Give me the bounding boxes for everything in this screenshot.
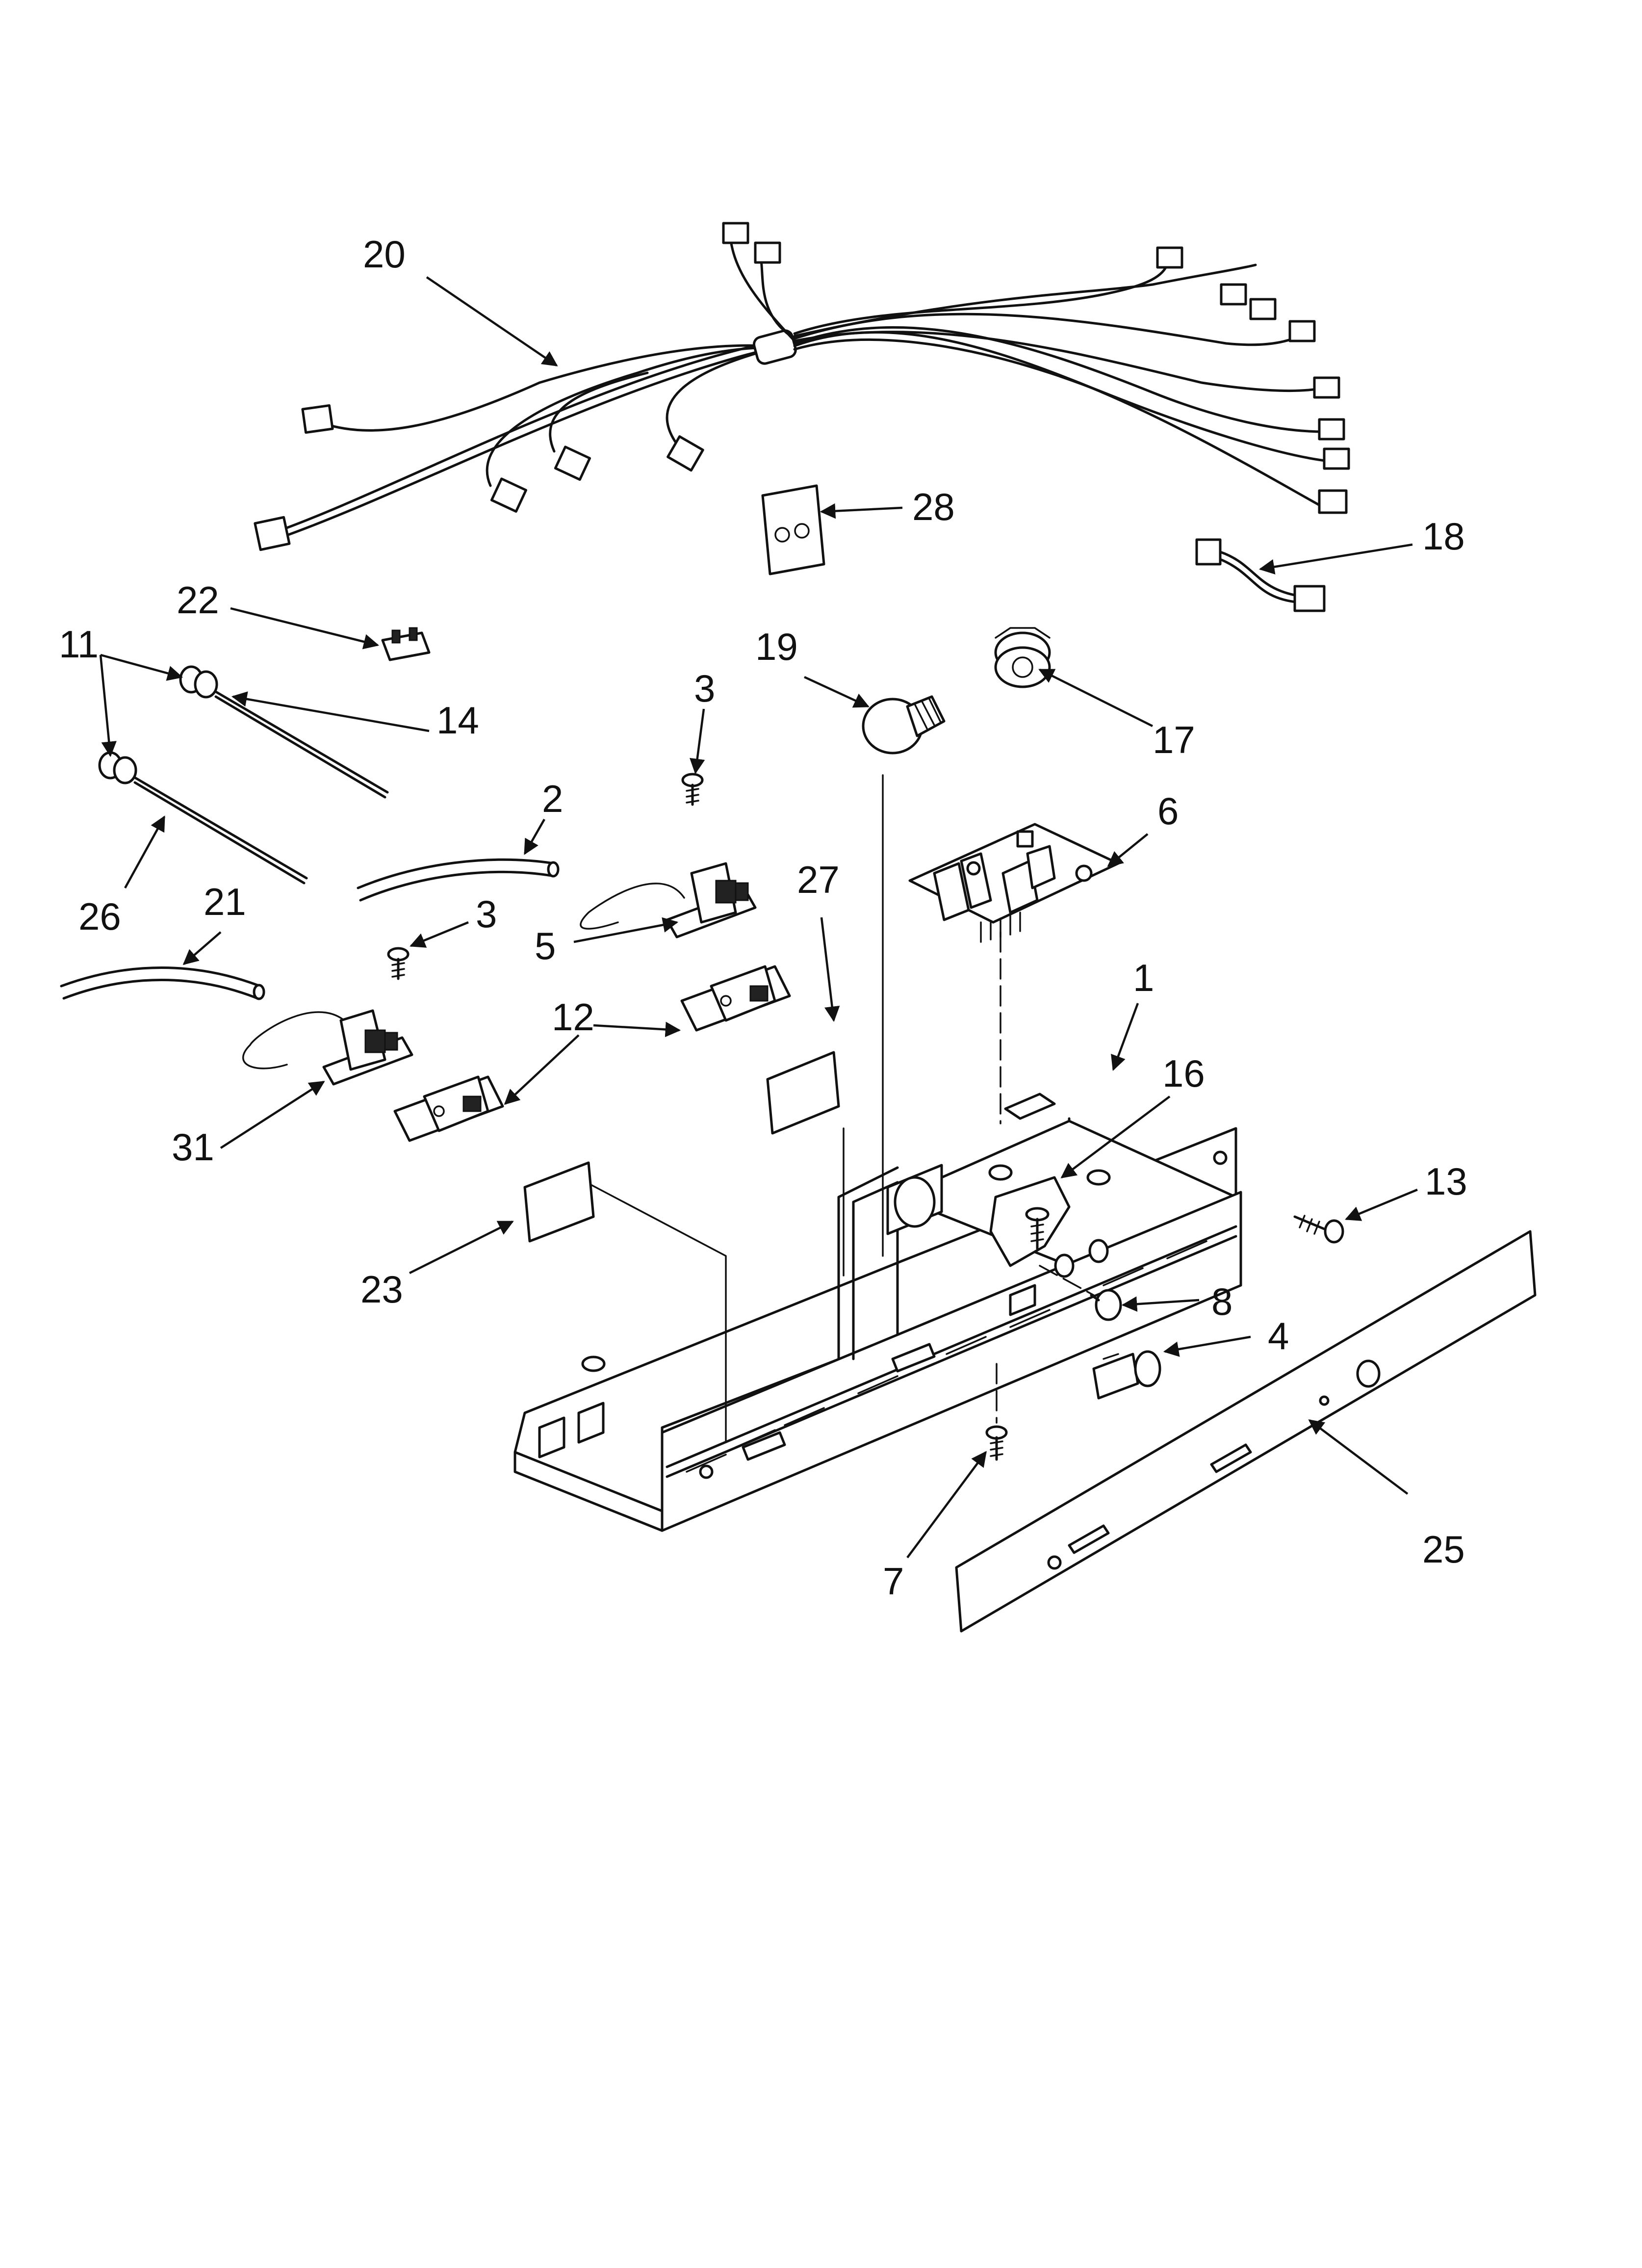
alignment-lines xyxy=(590,774,1095,1443)
switch-part-4 xyxy=(1092,1350,1161,1400)
callout-4: 4 xyxy=(1268,1314,1289,1357)
small-harness-part-18 xyxy=(1195,538,1326,612)
control-board-part-6 xyxy=(908,823,1120,943)
pad-part-28 xyxy=(761,484,825,575)
bulb-part-19 xyxy=(862,695,946,755)
callout-13: 13 xyxy=(1425,1160,1467,1203)
callout-7: 7 xyxy=(883,1560,904,1603)
callout-2: 2 xyxy=(542,777,563,820)
hose-part-2 xyxy=(357,858,560,902)
switch-part-31 xyxy=(242,1009,413,1086)
screw-part-3-upper xyxy=(681,773,704,806)
switch-part-5 xyxy=(580,862,757,938)
label-part-27 xyxy=(766,1051,840,1135)
front-panel-part-25 xyxy=(955,1230,1537,1633)
callout-3-lower: 3 xyxy=(476,892,497,936)
callout-26: 26 xyxy=(78,895,121,938)
knob-part-8 xyxy=(1090,1289,1122,1321)
callout-19: 19 xyxy=(755,625,798,668)
screw-part-16 xyxy=(1025,1207,1050,1250)
screw-part-3-lower xyxy=(387,947,410,980)
callout-11: 11 xyxy=(59,623,99,666)
bracket-part-12-upper xyxy=(680,965,791,1032)
leader-arrows xyxy=(99,276,1418,1559)
callout-12: 12 xyxy=(552,995,594,1039)
callout-20: 20 xyxy=(363,233,406,276)
callout-17: 17 xyxy=(1153,718,1195,761)
tube-part-26 xyxy=(98,751,308,885)
callout-8: 8 xyxy=(1211,1280,1232,1323)
callout-23: 23 xyxy=(360,1268,403,1311)
housing-part-1 xyxy=(513,1093,1242,1532)
callout-14: 14 xyxy=(436,699,479,742)
callout-5: 5 xyxy=(535,924,556,967)
callout-1: 1 xyxy=(1133,956,1154,999)
callout-6: 6 xyxy=(1157,789,1179,833)
callout-numbers: 20 28 18 22 11 14 19 17 3 2 26 5 6 27 21… xyxy=(59,233,1467,1603)
callout-31: 31 xyxy=(172,1125,214,1169)
callout-18: 18 xyxy=(1422,515,1465,558)
callout-22: 22 xyxy=(177,578,219,622)
callout-28: 28 xyxy=(912,485,955,528)
screw-part-13 xyxy=(1293,1215,1344,1244)
callout-3-upper: 3 xyxy=(694,667,715,710)
callout-21: 21 xyxy=(204,880,246,923)
callout-16: 16 xyxy=(1162,1052,1205,1095)
screw-part-7 xyxy=(985,1425,1008,1461)
label-part-23 xyxy=(523,1161,595,1243)
socket-part-17 xyxy=(994,627,1051,688)
callout-25: 25 xyxy=(1422,1528,1465,1571)
bracket-part-12-lower xyxy=(393,1075,504,1142)
clip-part-22 xyxy=(381,627,431,661)
callout-27: 27 xyxy=(797,858,840,901)
hose-part-21 xyxy=(60,966,265,1000)
wire-harness-part-20 xyxy=(254,222,1350,551)
tube-part-14 xyxy=(179,665,389,799)
